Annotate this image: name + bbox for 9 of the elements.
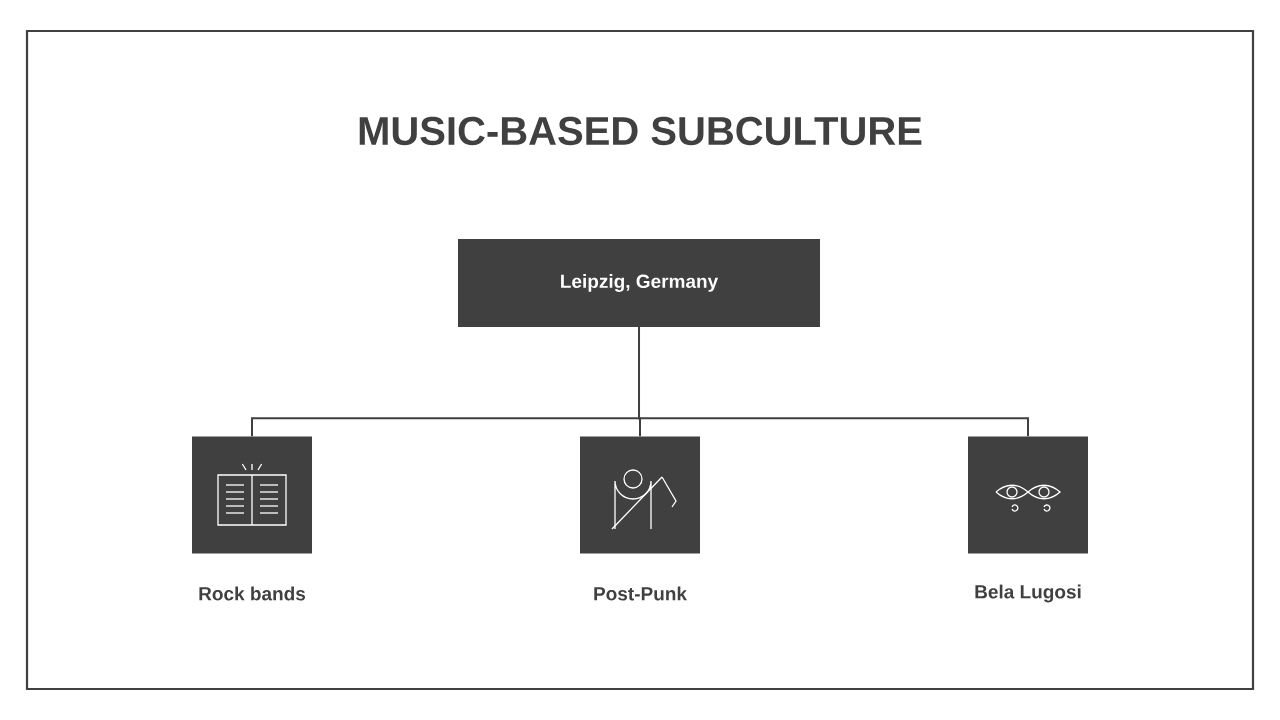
icon-tile (968, 436, 1088, 554)
node-label: Rock bands (199, 586, 306, 601)
node-label: Post-Punk (594, 586, 687, 601)
title: MUSIC-BASED SUBCULTURE (359, 116, 922, 146)
icon-tile (580, 436, 700, 554)
connector (638, 326, 1029, 438)
icon-tile (192, 436, 312, 554)
node-label: Bela Lugosi (975, 584, 1081, 603)
process-box: Leipzig, Germany (458, 239, 820, 327)
